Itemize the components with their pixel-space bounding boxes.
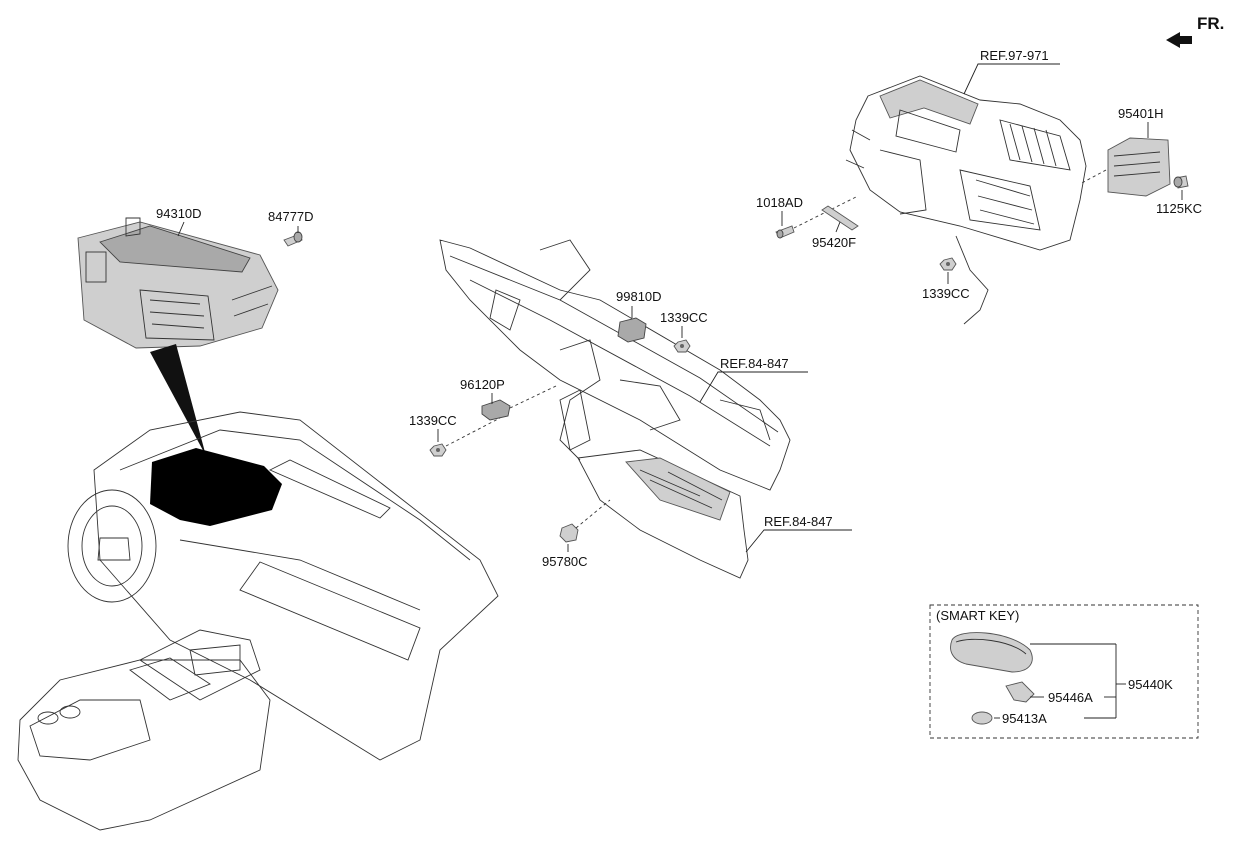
dash-95780c <box>575 499 611 529</box>
ref-97-971: REF.97-971 <box>980 48 1049 63</box>
leader-94310d <box>177 221 185 237</box>
screw-84777d[interactable] <box>283 231 303 247</box>
label-95420f: 95420F <box>812 235 856 250</box>
label-1339cc-left: 1339CC <box>409 413 457 428</box>
dashboard-interior <box>17 411 499 831</box>
label-1339cc-middle: 1339CC <box>660 310 708 325</box>
smart-key-title: (SMART KEY) <box>936 608 1019 623</box>
location-pointer <box>150 344 206 456</box>
label-95446a: 95446A <box>1048 690 1093 705</box>
ref-84-847-upper: REF.84-847 <box>720 356 789 371</box>
nut-1339cc-left[interactable] <box>429 443 447 457</box>
label-95401h: 95401H <box>1118 106 1164 121</box>
label-95413a: 95413A <box>1002 711 1047 726</box>
sensor-96120p[interactable] <box>481 399 511 421</box>
label-95780c: 95780C <box>542 554 588 569</box>
cluster-assembly[interactable] <box>77 217 279 349</box>
cluster-location-highlight <box>150 448 282 526</box>
screw-1018ad[interactable] <box>775 225 795 239</box>
label-84777d: 84777D <box>268 209 314 224</box>
leader-95420f <box>835 221 841 233</box>
label-94310d: 94310D <box>156 206 202 221</box>
label-1339cc-right: 1339CC <box>922 286 970 301</box>
lower-bracket <box>577 449 749 579</box>
dash-96120p <box>509 385 557 409</box>
module-95401h[interactable] <box>1107 137 1171 197</box>
smart-key-battery[interactable] <box>971 711 993 725</box>
label-95440k: 95440K <box>1128 677 1173 692</box>
dash-1339cc-left <box>445 417 501 447</box>
unit-99810d[interactable] <box>617 317 647 343</box>
leader-ref-hvac <box>963 63 1060 95</box>
label-1125kc: 1125KC <box>1156 201 1202 216</box>
bolt-1125kc[interactable] <box>1173 175 1189 189</box>
leader-ref-lower <box>745 529 852 553</box>
smart-key-box <box>929 604 1199 739</box>
smart-key-group: (SMART KEY) 95440K 95446A 95413A <box>929 604 1199 739</box>
bracket-95420f[interactable] <box>821 205 859 231</box>
smart-key-fob[interactable] <box>950 632 1033 673</box>
label-99810d: 99810D <box>616 289 662 304</box>
leader-ref-upper <box>699 371 808 403</box>
smart-key-blade[interactable] <box>1005 681 1035 703</box>
arrow-icon <box>1166 32 1192 48</box>
dash-95401h <box>1079 169 1107 185</box>
cowl-cross-bar <box>439 239 791 491</box>
nut-1339cc-middle[interactable] <box>673 339 691 353</box>
ref-84-847-lower: REF.84-847 <box>764 514 833 529</box>
fr-label: FR. <box>1197 14 1224 33</box>
label-96120p: 96120P <box>460 377 505 392</box>
front-direction-indicator: FR. <box>1166 14 1224 48</box>
label-1018ad: 1018AD <box>756 195 803 210</box>
nut-1339cc-right[interactable] <box>939 257 957 271</box>
unit-95780c[interactable] <box>559 523 579 543</box>
hvac-assembly <box>845 75 1087 325</box>
